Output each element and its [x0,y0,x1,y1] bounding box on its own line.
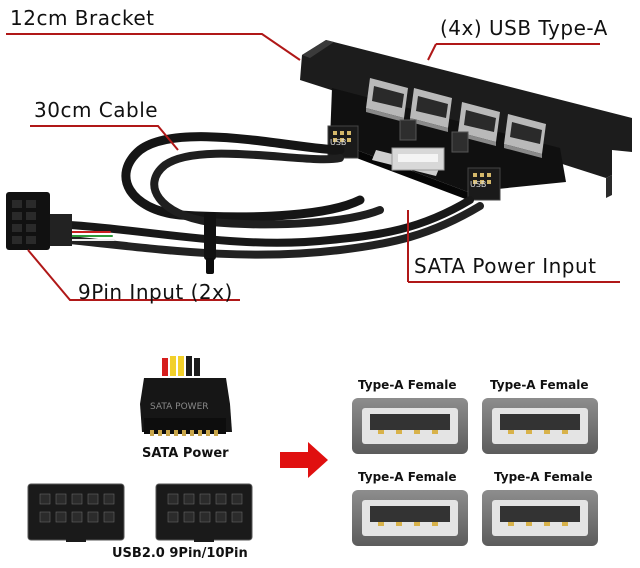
type-a-port-4 [482,490,598,546]
usb-port-2 [410,88,452,132]
usb-header-caption: USB2.0 9Pin/10Pin [112,546,248,561]
usb-cables [66,132,484,259]
port-label-2: Type-A Female [490,378,589,392]
usb-ports-callout: (4x) USB Type-A [440,16,608,40]
sata-power-connector [140,356,232,436]
header-10pin-right [155,483,253,542]
board-usb-label-right: USB [470,180,487,189]
bracket-usb-ports [366,78,546,158]
port-label-4: Type-A Female [494,470,593,484]
sata-plug-text: SATA POWER [150,402,209,412]
cable-9pin-plug [6,192,72,250]
pin-input-callout: 9Pin Input (2x) [78,280,233,304]
type-a-port-3 [352,490,468,546]
header-10pin-left [27,483,125,542]
usb-port-4 [504,114,546,158]
type-a-port-2 [482,398,598,454]
port-label-3: Type-A Female [358,470,457,484]
cable-callout: 30cm Cable [34,98,159,122]
arrow-icon [280,442,328,478]
board-components [372,119,469,176]
sata-power-caption: SATA Power [142,446,229,461]
board-header-right [467,167,501,201]
sata-input-callout: SATA Power Input [414,254,597,278]
usb-port-1 [366,78,408,122]
port-label-1: Type-A Female [358,378,457,392]
leader-lines [6,33,620,301]
board-usb-label-left: USB [330,138,347,147]
type-a-port-1 [352,398,468,454]
bracket-callout: 12cm Bracket [10,6,155,30]
cable-tie [204,212,216,274]
